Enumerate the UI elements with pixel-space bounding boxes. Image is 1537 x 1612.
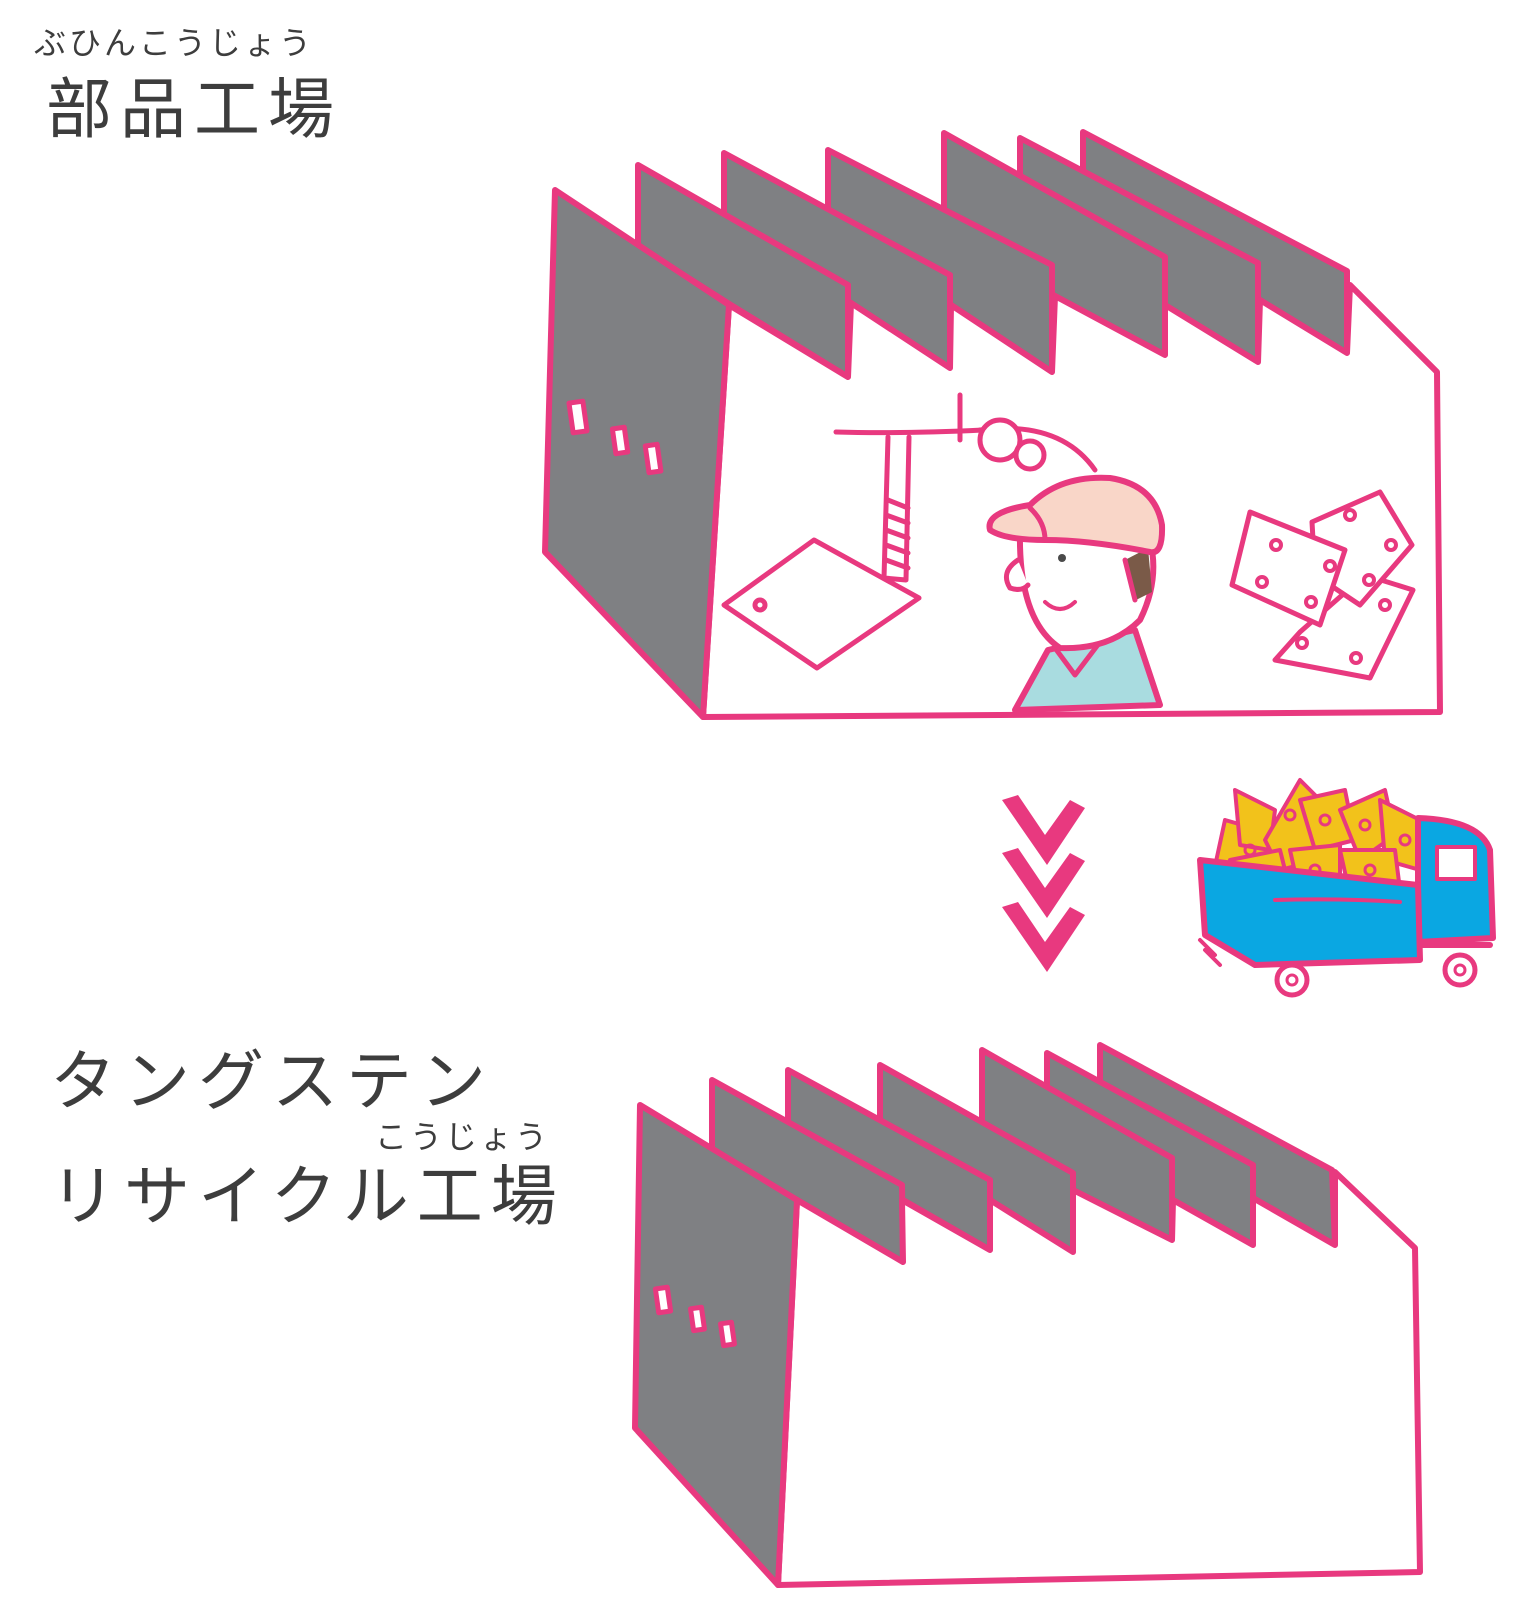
window: [609, 424, 631, 457]
stacked-parts: [1229, 489, 1416, 681]
truck-window: [1435, 845, 1477, 881]
recycle-factory-title-line1: タングステン: [50, 1043, 494, 1120]
parts-factory-ruby: ぶひんこうじょう: [34, 24, 315, 62]
window: [642, 441, 664, 476]
window: [652, 1284, 674, 1316]
truck-bed: [1197, 857, 1423, 968]
flow-arrow-icon: [1002, 795, 1085, 972]
recycle-factory-ruby: こうじょう: [375, 1118, 551, 1156]
parts-factory: [542, 129, 1443, 720]
factory-side-wall: [632, 1102, 800, 1588]
factory-front-wall: [775, 1169, 1423, 1588]
recycle-factory-title-line2: リサイクル工場: [50, 1158, 565, 1235]
worker-cap: [986, 474, 1166, 556]
window: [566, 398, 590, 436]
window: [688, 1304, 707, 1334]
drill-machine: [721, 392, 986, 671]
factory-side-wall: [542, 187, 732, 720]
worker-figure: [977, 417, 1166, 713]
window: [718, 1319, 737, 1349]
recycle-factory: [632, 1042, 1423, 1588]
truck-icon: [1197, 778, 1496, 998]
worker-face: [1016, 522, 1157, 652]
parts-factory-title: 部品工場: [46, 71, 342, 148]
